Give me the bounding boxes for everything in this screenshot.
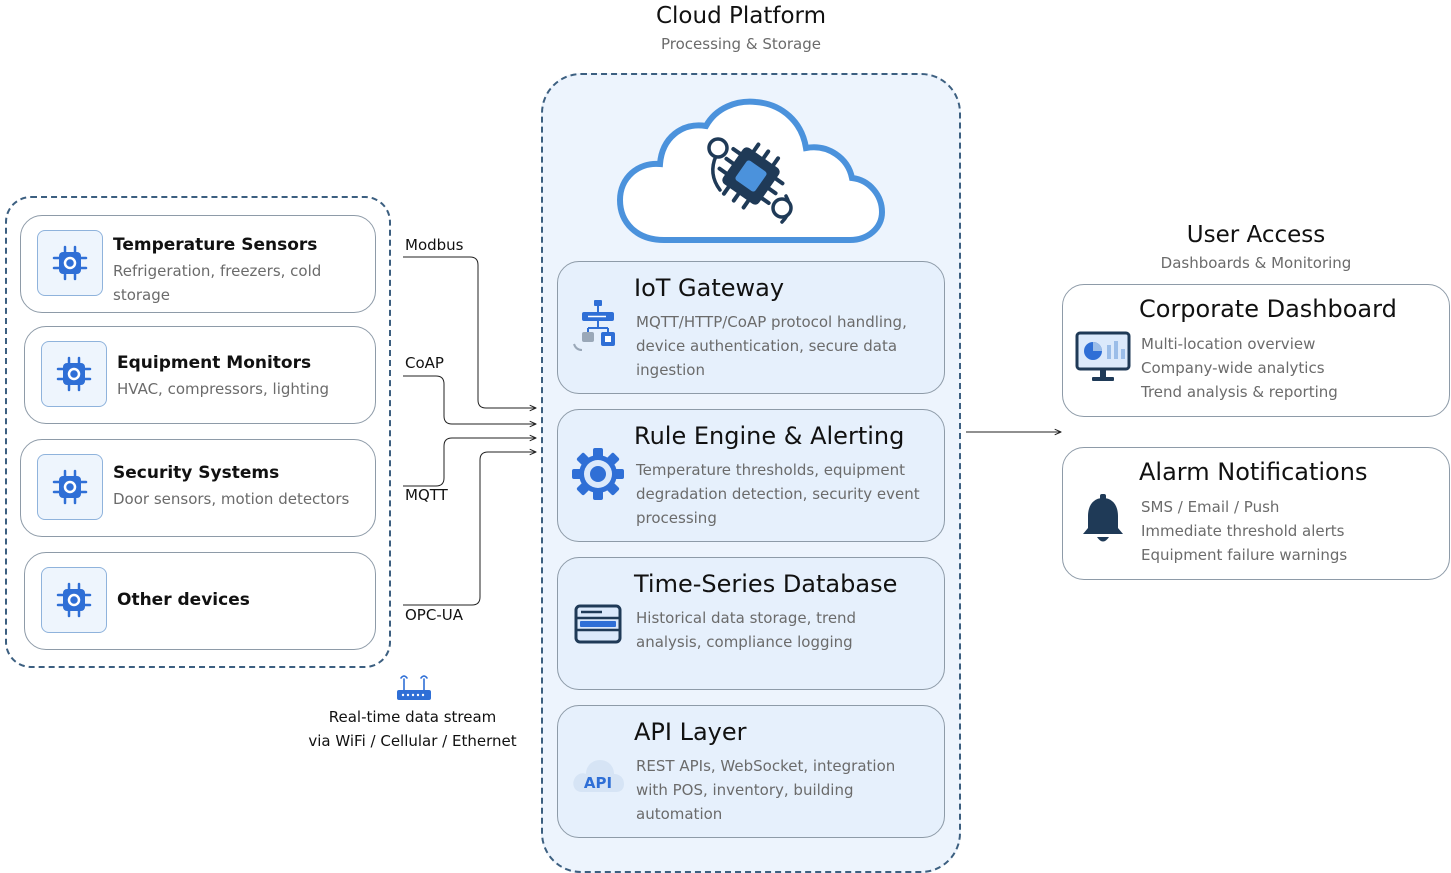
card-corporate-dashboard[interactable]: Corporate Dashboard Multi-location overv…: [1062, 284, 1450, 417]
server-icon: [570, 596, 626, 652]
device-description: HVAC, compressors, lighting: [117, 380, 329, 398]
device-title: Security Systems: [113, 463, 280, 483]
protocol-label-mqtt: MQTT: [405, 486, 448, 504]
wire-coap: [403, 375, 536, 424]
wire-modbus: [403, 256, 536, 408]
device-title: Equipment Monitors: [117, 353, 312, 373]
card-line: Immediate threshold alerts: [1141, 522, 1345, 540]
device-title: Other devices: [117, 590, 250, 610]
bell-icon: [1075, 494, 1131, 546]
protocol-label-opcua: OPC-UA: [405, 606, 463, 624]
card-line: Trend analysis & reporting: [1141, 383, 1338, 401]
module-title: IoT Gateway: [634, 274, 785, 302]
card-line: SMS / Email / Push: [1141, 498, 1280, 516]
chip-icon: [37, 454, 103, 520]
protocol-label-coap: CoAP: [405, 354, 444, 372]
card-line: Equipment failure warnings: [1141, 546, 1348, 564]
gateway-icon: [570, 298, 626, 354]
module-description: MQTT/HTTP/CoAP protocol handling,device …: [636, 313, 907, 379]
api-icon: API: [570, 748, 626, 804]
user-access-title: User Access: [1186, 222, 1326, 248]
device-card-equipment-monitors[interactable]: Equipment Monitors HVAC, compressors, li…: [24, 326, 376, 424]
gear-icon: [570, 446, 626, 502]
module-title: Rule Engine & Alerting: [634, 422, 905, 450]
cloud-chip-icon: [616, 98, 886, 248]
module-title: Time-Series Database: [634, 570, 898, 598]
module-time-series-database[interactable]: Time-Series Database Historical data sto…: [557, 557, 945, 690]
card-line: Company-wide analytics: [1141, 359, 1325, 377]
module-iot-gateway[interactable]: IoT Gateway MQTT/HTTP/CoAP protocol hand…: [557, 261, 945, 394]
module-rule-engine[interactable]: Rule Engine & Alerting Temperature thres…: [557, 409, 945, 542]
device-card-temperature-sensors[interactable]: Temperature Sensors Refrigeration, freez…: [20, 215, 376, 313]
protocol-label-modbus: Modbus: [405, 236, 464, 254]
user-access-subtitle: Dashboards & Monitoring: [1160, 254, 1352, 272]
device-description: Door sensors, motion detectors: [113, 490, 350, 508]
device-group: [5, 196, 391, 668]
device-card-security-systems[interactable]: Security Systems Door sensors, motion de…: [20, 439, 376, 537]
device-card-other-devices[interactable]: Other devices: [24, 552, 376, 650]
card-title: Corporate Dashboard: [1139, 295, 1397, 323]
card-title: Alarm Notifications: [1139, 458, 1368, 486]
chip-icon: [41, 341, 107, 407]
wire-opcua: [403, 452, 536, 606]
platform-title: Cloud Platform: [655, 3, 826, 29]
device-title: Temperature Sensors: [113, 235, 318, 255]
card-alarm-notifications[interactable]: Alarm Notifications SMS / Email / Push I…: [1062, 447, 1450, 580]
module-api-layer[interactable]: API API Layer REST APIs, WebSocket, inte…: [557, 705, 945, 838]
card-line: Multi-location overview: [1141, 335, 1316, 353]
chip-icon: [41, 567, 107, 633]
chip-icon: [37, 230, 103, 296]
platform-subtitle: Processing & Storage: [660, 35, 822, 53]
module-title: API Layer: [634, 718, 747, 746]
router-icon: [395, 672, 433, 704]
svg-text:API: API: [584, 774, 612, 792]
monitor-chart-icon: [1075, 331, 1131, 383]
data-stream-caption: Real-time data stream via WiFi / Cellula…: [308, 708, 517, 750]
wire-mqtt: [403, 438, 536, 487]
